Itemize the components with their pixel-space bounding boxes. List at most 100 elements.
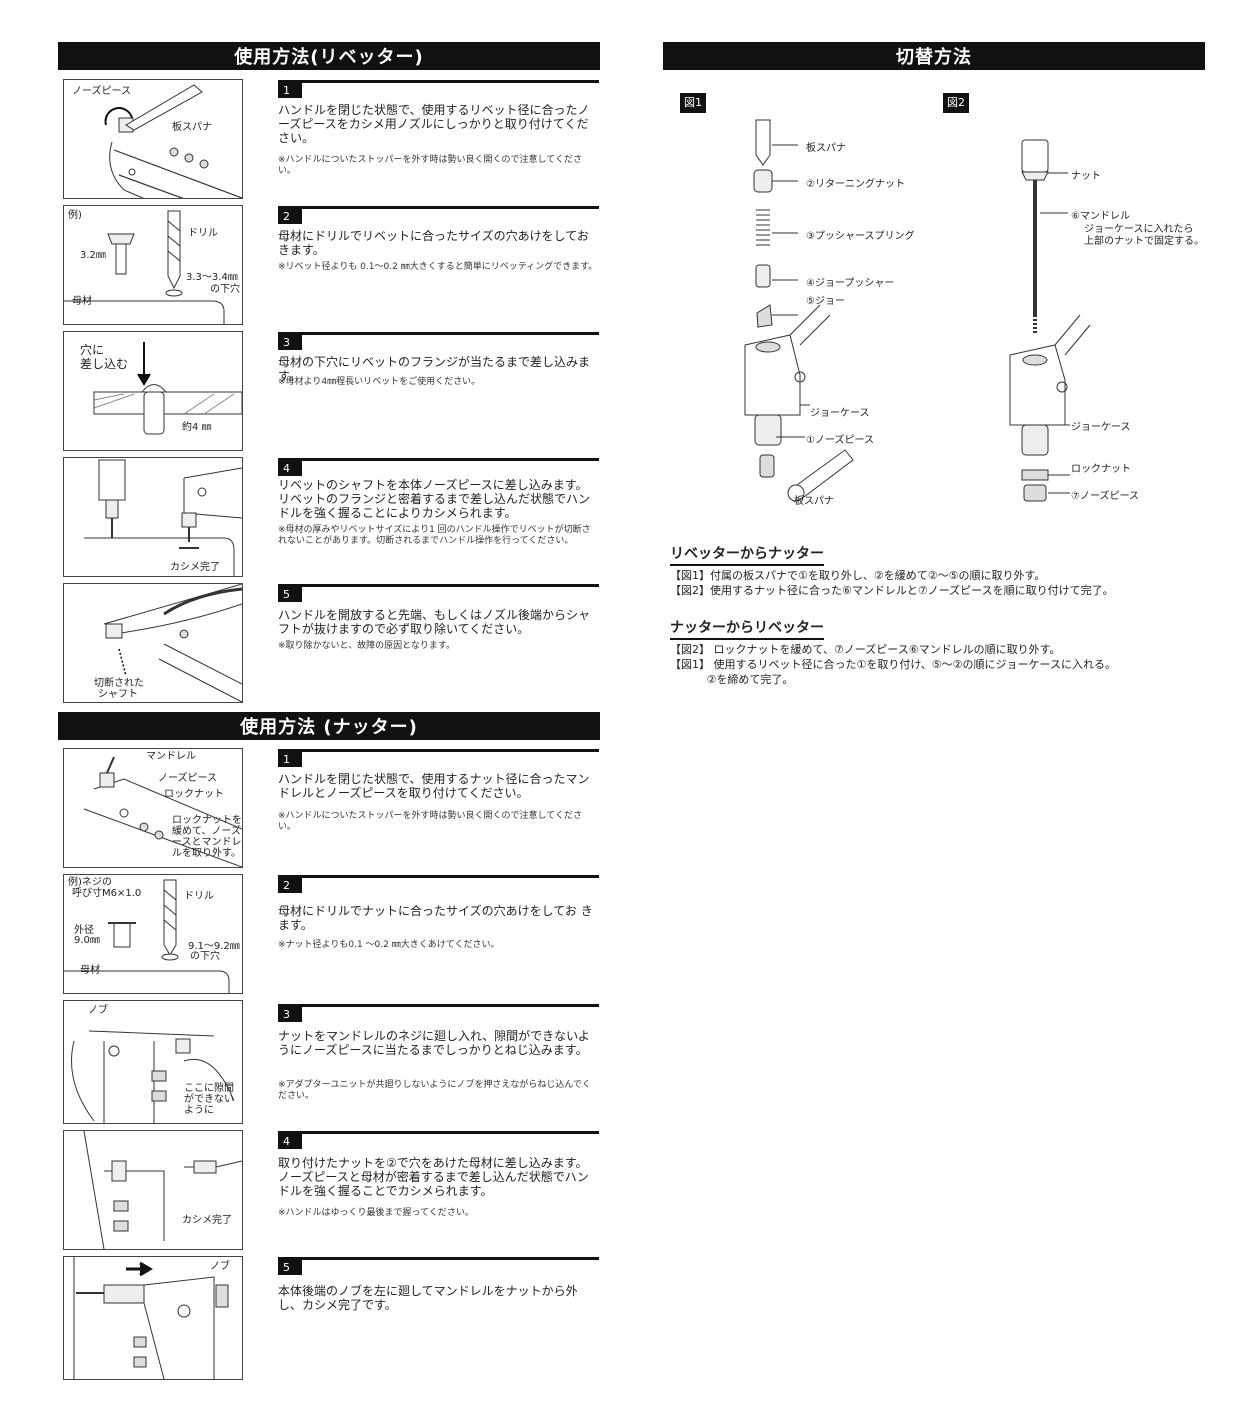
label-insert-hole: 穴に xyxy=(80,343,105,357)
step-number: 4 xyxy=(278,461,302,476)
fig2-label-nosepiece: ⑦ノーズピース xyxy=(1071,491,1139,502)
riveter-step5-figure: 切断された シャフト xyxy=(63,583,243,703)
nut-caulk-illustration xyxy=(83,1131,242,1249)
label-note-4: ルを取り外す。 xyxy=(172,848,241,859)
nutter-step2-text: 母材にドリルでナットに合ったサイズの穴あけをしてお きます。 xyxy=(278,904,593,932)
riveter-step5-text: ハンドルを開放すると先端、もしくはノズル後端からシャフトが抜けますので必ず取り除… xyxy=(278,608,591,636)
fig1-tag: 図1 xyxy=(680,93,706,113)
label-base-material: 母材 xyxy=(80,965,100,976)
label-locknut: ロックナット xyxy=(164,789,224,800)
label-note-3: ースとマンドレ xyxy=(172,837,242,848)
step-number: 3 xyxy=(278,1007,302,1022)
fig2-label-nut: ナット xyxy=(1071,171,1101,182)
rivet-insert-illustration xyxy=(93,342,242,435)
nutter-step1-note: ※ハンドルについたストッパーを外す時は勢い良く開くので注意してください。 xyxy=(278,811,583,832)
rivet-tool-wrench-illustration xyxy=(104,84,242,198)
nutter-mandrel-illustration xyxy=(83,756,242,867)
switch-banner: 切替方法 xyxy=(663,42,1205,70)
label-4mm: 約4 ㎜ xyxy=(182,422,212,433)
label-insert: 差し込む xyxy=(80,357,129,371)
label-knob: ノブ xyxy=(210,1261,230,1272)
fig1-label-spanner: 板スパナ xyxy=(806,143,846,154)
nut-to-rivet-line-2: 【図1】 使用するリベット径に合った①を取り付け、⑤〜②の順にジョーケースに入れ… xyxy=(670,658,1116,671)
step-number: 5 xyxy=(278,587,302,602)
label-nosepiece: ノーズピース xyxy=(158,773,217,784)
riveter-step2-figure: 例) ドリル 3.2㎜ 3.3〜3.4㎜ の下穴 母材 xyxy=(63,205,243,325)
label-drill: ドリル xyxy=(188,228,218,239)
nutter-step4-figure: カシメ完了 xyxy=(63,1130,243,1250)
label-nosepiece: ノーズピース xyxy=(72,86,131,97)
rivet-to-nut-line-2: 【図2】使用するナット径に合った⑥マンドレルと⑦ノーズピースを順に取り付けて完了… xyxy=(670,584,1114,597)
riveter-step2-bar: 2 xyxy=(278,206,599,224)
step-number: 4 xyxy=(278,1134,302,1149)
label-knob: ノブ xyxy=(88,1005,108,1016)
label-base-material: 母材 xyxy=(72,296,92,307)
label-caulk-done: カシメ完了 xyxy=(170,562,220,573)
label-note-1: ロックナットを xyxy=(172,815,242,826)
riveter-step5-bar: 5 xyxy=(278,584,599,602)
step-number: 3 xyxy=(278,335,302,350)
nutter-step4-text: 取り付けたナットを②で穴をあけた母材に差し込みます。ノーズピースと母材が密着する… xyxy=(278,1156,589,1198)
riveter-step4-bar: 4 xyxy=(278,458,599,476)
step-number: 2 xyxy=(278,878,302,893)
fig1-label-jaw: ⑤ジョー xyxy=(806,296,845,307)
fig2-label-mandrel-note-1: ジョーケースに入れたら xyxy=(1084,224,1194,235)
nutter-step1-text: ハンドルを閉じた状態で、使用するナット径に合ったマンドレルとノーズピースを取り付… xyxy=(278,772,590,800)
nut-drill-illustration xyxy=(64,879,230,993)
nutter-step3-text: ナットをマンドレルのネジに廻し入れ、隙間ができないようにノーズピースに当たるまで… xyxy=(278,1029,590,1057)
nutter-step2-bar: 2 xyxy=(278,875,599,893)
riveter-step2-text: 母材にドリルでリベットに合ったサイズの穴あけをしてお きます。 xyxy=(278,229,589,257)
nutter-step3-note: ※アダプターユニットが共廻りしないようにノブを押さえながらねじ込んでください。 xyxy=(278,1080,591,1101)
fig2-label-jaw-case: ジョーケース xyxy=(1071,422,1131,433)
riveter-banner: 使用方法(リベッター) xyxy=(58,42,600,70)
nutter-step2-figure: 例)ネジの 呼び寸M6×1.0 ドリル 外径 9.0㎜ 9.1〜9.2㎜ の下穴… xyxy=(63,874,243,994)
label-pilot-hole: の下穴 xyxy=(190,951,220,962)
label-rivet-dia: 3.2㎜ xyxy=(80,250,106,261)
step-number: 2 xyxy=(278,209,302,224)
nutter-step3-bar: 3 xyxy=(278,1004,599,1022)
label-outer-dia-val: 9.0㎜ xyxy=(74,935,100,946)
nutter-banner: 使用方法 (ナッター) xyxy=(58,712,600,740)
drill-hole-illustration xyxy=(64,210,225,324)
rivet-to-nut-line-1: 【図1】付属の板スパナで①を取り外し、②を緩めて②〜⑤の順に取り外す。 xyxy=(670,569,1046,582)
nutter-step1-figure: マンドレル ノーズピース ロックナット ロックナットを 緩めて、ノーズピ ースと… xyxy=(63,748,243,868)
fig1-label-pusher-spring: ③プッシャースプリング xyxy=(806,231,915,242)
shaft-removal-illustration xyxy=(103,584,242,702)
riveter-step3-note: ※母材より4㎜程長いリベットをご使用ください。 xyxy=(278,377,481,387)
riveter-step1-note: ※ハンドルについたストッパーを外す時は勢い良く開くので注意してください。 xyxy=(278,155,583,176)
label-mandrel: マンドレル xyxy=(146,751,196,762)
nutter-step3-figure: ノブ ここに隙間 ができない ように xyxy=(63,1000,243,1124)
riveter-step3-figure: 穴に 差し込む 約4 ㎜ xyxy=(63,331,243,451)
riveter-step1-text: ハンドルを閉じた状態で、使用するリベット径に合ったノーズピースをカシメ用ノズルに… xyxy=(278,103,590,145)
riveter-step2-note: ※リベット径よりも 0.1〜0.2 ㎜大きくすると簡単にリベッティングできます。 xyxy=(278,262,598,272)
nutter-step5-figure: ノブ xyxy=(63,1256,243,1380)
label-m6: 呼び寸M6×1.0 xyxy=(72,888,142,899)
label-example: 例) xyxy=(68,210,82,221)
riveter-step4-text: リベットのシャフトを本体ノーズピースに差し込みます。リベットのフランジと密着する… xyxy=(278,478,591,520)
label-outer-dia: 外径 xyxy=(74,925,94,936)
mandrel-removal-illustration xyxy=(73,1257,229,1379)
label-spanner: 板スパナ xyxy=(172,122,212,133)
label-drill: ドリル xyxy=(184,891,214,902)
riveter-step4-note: ※母材の厚みやリベットサイズにより1 回のハンドル操作でリベットが切断されないこ… xyxy=(278,525,591,546)
riveter-step5-note: ※取り除かないと、故障の原因となります。 xyxy=(278,641,456,651)
fig2-label-mandrel-note-2: 上部のナットで固定する。 xyxy=(1084,236,1204,247)
nut-to-rivet-line-1: 【図2】 ロックナットを緩めて、⑦ノーズピース⑥マンドレルの順に取り外す。 xyxy=(670,643,1061,656)
label-note-2: 緩めて、ノーズピ xyxy=(172,826,242,837)
nutter-step4-note: ※ハンドルはゆっくり最後まで握ってください。 xyxy=(278,1208,474,1218)
label-hole-dia: 9.1〜9.2㎜ xyxy=(188,941,240,952)
nutter-step5-bar: 5 xyxy=(278,1257,599,1275)
exploded-view-diagram xyxy=(744,119,1091,502)
label-no-gap-2: ができない xyxy=(184,1094,234,1105)
fig1-label-jaw-pusher: ④ジョープッシャー xyxy=(806,278,895,289)
nut-to-rivet-line-3: ②を締めて完了。 xyxy=(670,673,794,686)
riveter-step1-figure: ノーズピース 板スパナ xyxy=(63,79,243,199)
label-hole-dia: 3.3〜3.4㎜ xyxy=(186,272,238,283)
nutter-step5-text: 本体後端のノブを左に廻してマンドレルをナットから外し、カシメ完了です。 xyxy=(278,1284,578,1312)
nutter-step2-note: ※ナット径よりも0.1 〜0.2 ㎜大きくあけてください。 xyxy=(278,940,500,950)
rivet-to-nut-heading: リベッターからナッター xyxy=(670,543,824,566)
fig1-label-jaw-case: ジョーケース xyxy=(810,408,870,419)
step-number: 1 xyxy=(278,752,302,767)
fig1-label-nosepiece: ①ノーズピース xyxy=(806,435,874,446)
fig1-label-spanner-2: 板スパナ xyxy=(794,496,834,507)
